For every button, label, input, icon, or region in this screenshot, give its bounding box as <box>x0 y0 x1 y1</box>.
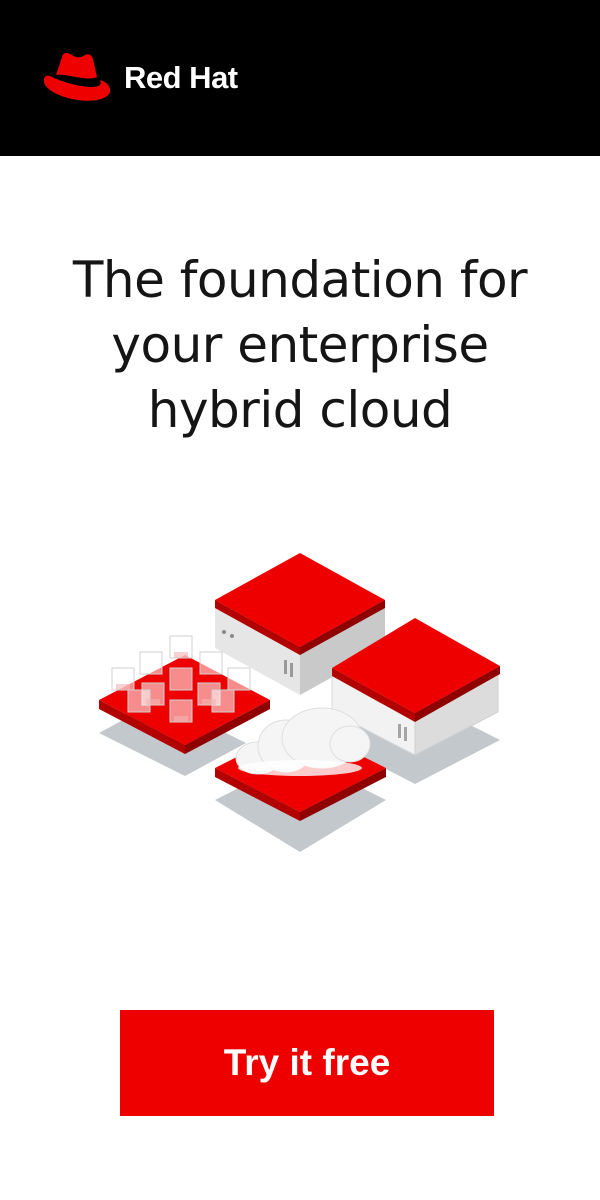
red-hat-logo[interactable]: Red Hat <box>42 50 238 106</box>
try-it-free-button[interactable]: Try it free <box>120 1010 494 1116</box>
headline-line: your enterprise <box>111 316 489 374</box>
red-hat-fedora-icon <box>43 53 111 101</box>
headline-line: hybrid cloud <box>147 381 453 439</box>
headline-line: The foundation for <box>72 251 528 309</box>
hybrid-cloud-platforms-illustration <box>99 553 500 852</box>
header-bar: Red Hat <box>0 0 600 156</box>
page-headline: The foundation for your enterprise hybri… <box>30 248 570 443</box>
brand-name: Red Hat <box>124 60 238 95</box>
